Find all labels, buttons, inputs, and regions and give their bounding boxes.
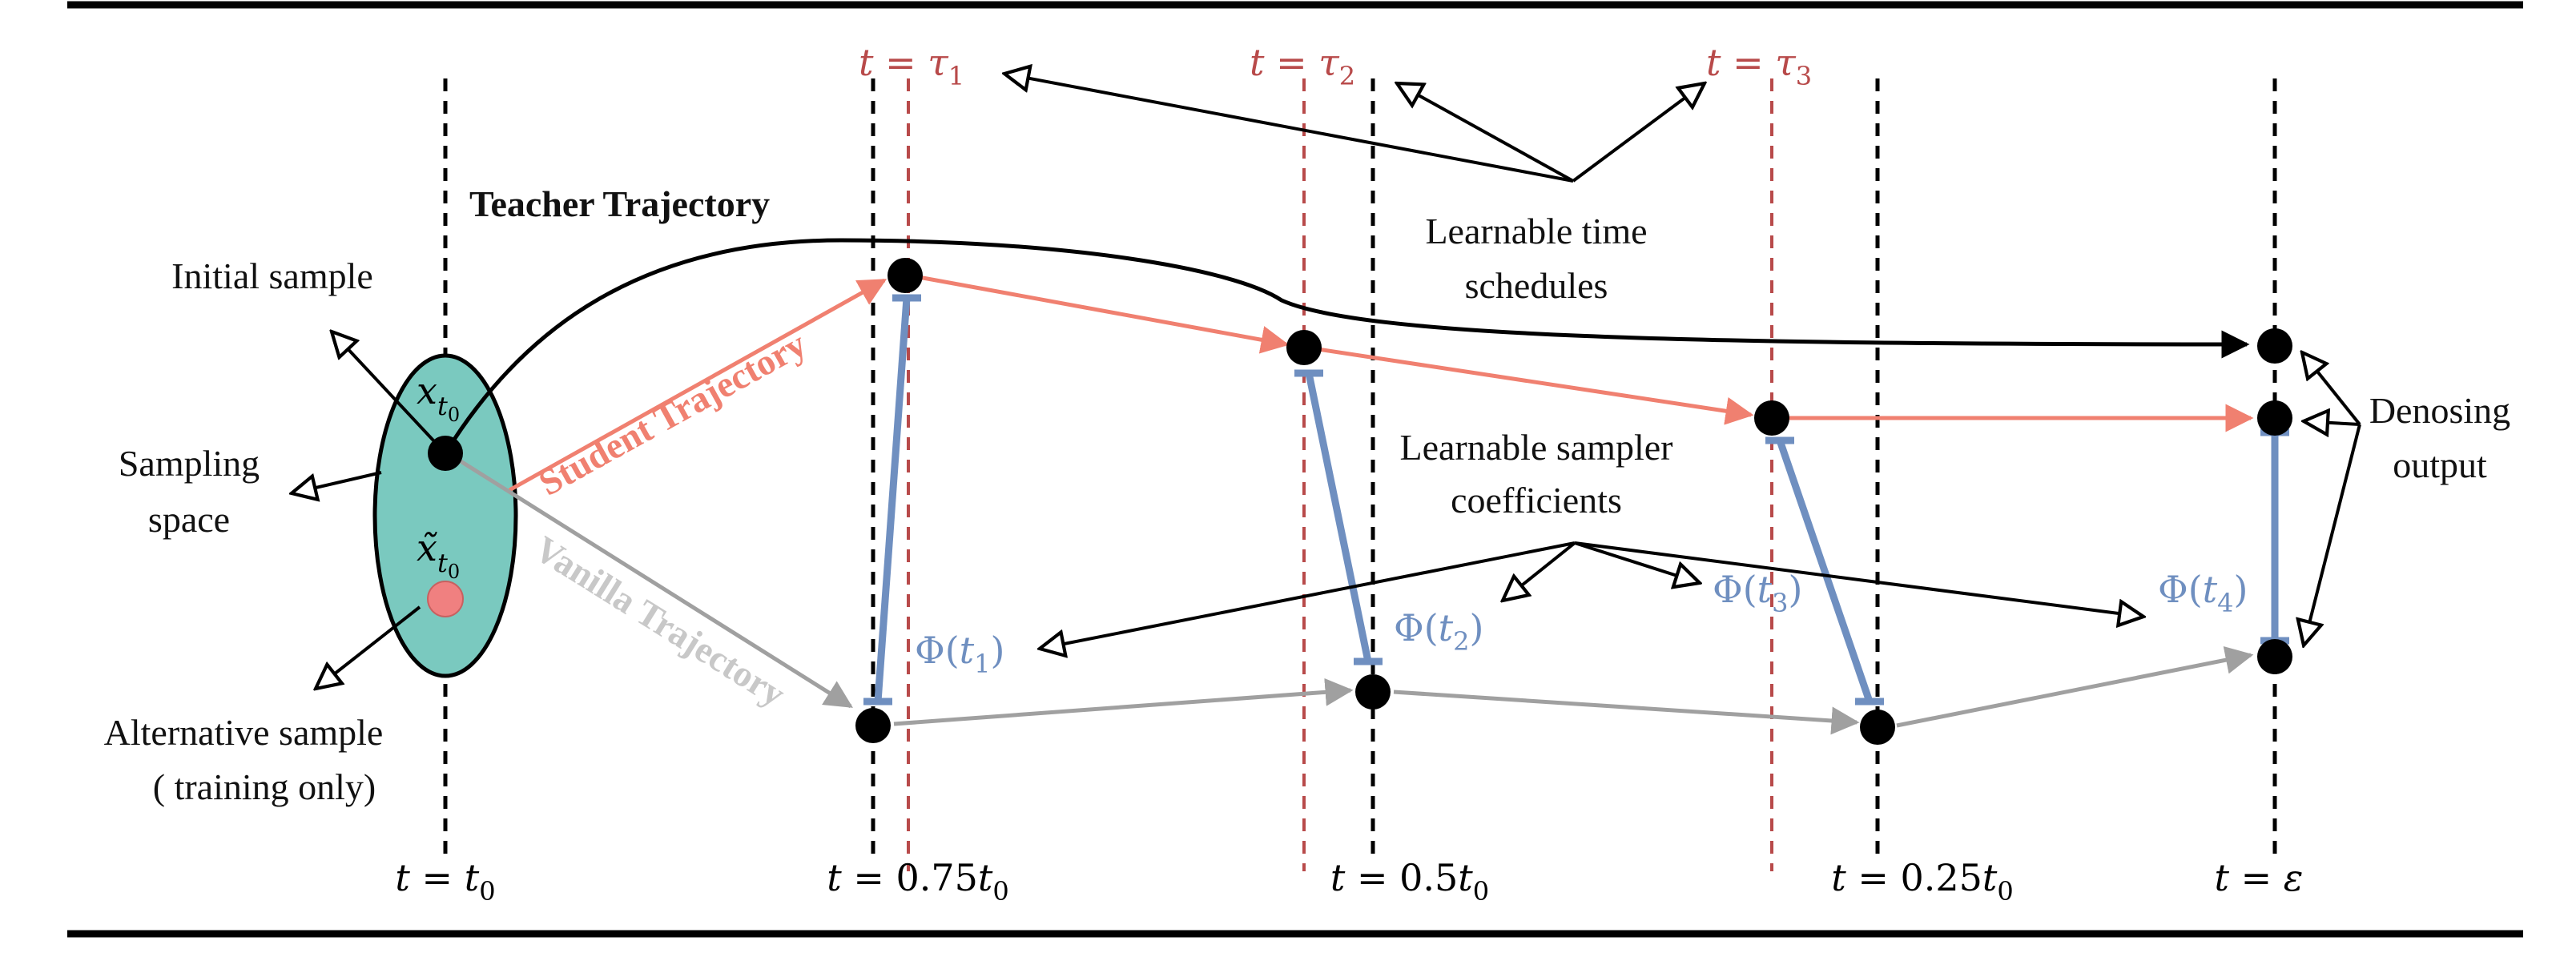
time-label-025: t = 0.25t0 bbox=[1831, 856, 2014, 907]
point-student-3 bbox=[1754, 400, 1789, 436]
point-student-end bbox=[2257, 400, 2292, 436]
trajectory-points bbox=[428, 258, 2292, 745]
phi-2-label: Φ(t2) bbox=[1394, 606, 1483, 657]
student-trajectory-label: Student Trajectory bbox=[532, 323, 813, 503]
alternative-sample-point bbox=[427, 581, 464, 617]
tau-3-label: t = τ3 bbox=[1706, 41, 1812, 91]
tau-gridlines bbox=[907, 78, 1773, 871]
denoising-label-2: output bbox=[2393, 444, 2487, 485]
sampler-coeffs-label-2: coefficients bbox=[1451, 480, 1622, 521]
tau-1-label: t = τ1 bbox=[859, 41, 964, 91]
phi-4-label: Φ(t4) bbox=[2158, 568, 2248, 618]
time-label-t0: t = t0 bbox=[395, 856, 495, 907]
time-schedules-label-2: schedules bbox=[1465, 265, 1608, 306]
phi-3-label: Φ(t3) bbox=[1713, 568, 1802, 618]
annotation-arrows bbox=[292, 74, 2361, 689]
teacher-trajectory-label: Teacher Trajectory bbox=[469, 183, 770, 224]
point-teacher-end bbox=[2257, 328, 2292, 364]
time-label-eps: t = ε bbox=[2215, 856, 2304, 899]
x-t0-math: xt0 bbox=[417, 369, 460, 426]
time-label-05: t = 0.5t0 bbox=[1330, 856, 1489, 907]
vanilla-trajectory-label: Vanilla Trajectory bbox=[528, 528, 793, 714]
teacher-trajectory-curve bbox=[443, 238, 2250, 455]
phi-1-label: Φ(t1) bbox=[915, 629, 1004, 679]
denoising-label-1: Denosing bbox=[2369, 390, 2510, 431]
sampler-bars bbox=[863, 294, 2289, 706]
time-label-075: t = 0.75t0 bbox=[827, 856, 1009, 907]
point-vanilla-end bbox=[2257, 639, 2292, 674]
initial-sample-label: Initial sample bbox=[171, 255, 373, 296]
time-schedules-label-1: Learnable time bbox=[1425, 211, 1647, 251]
vanilla-trajectory bbox=[457, 457, 2254, 735]
point-x-t0 bbox=[428, 436, 463, 471]
sampling-space-ellipse bbox=[372, 353, 518, 678]
alternative-sample-label-1: Alternative sample bbox=[104, 712, 384, 753]
point-vanilla-3 bbox=[1860, 710, 1895, 745]
xtilde-t0-math: x̃t0 bbox=[417, 526, 460, 583]
tau-2-label: t = τ2 bbox=[1250, 41, 1355, 91]
sampling-space-label-2: space bbox=[148, 499, 230, 540]
student-trajectory bbox=[508, 273, 2254, 493]
point-student-2 bbox=[1286, 330, 1322, 365]
sampling-space-label-1: Sampling bbox=[119, 443, 260, 484]
sampler-coeffs-label-1: Learnable sampler bbox=[1400, 427, 1673, 468]
point-student-1 bbox=[888, 258, 923, 293]
point-vanilla-1 bbox=[855, 708, 891, 743]
point-vanilla-2 bbox=[1355, 674, 1391, 710]
alternative-sample-label-2: ( training only) bbox=[153, 766, 376, 807]
